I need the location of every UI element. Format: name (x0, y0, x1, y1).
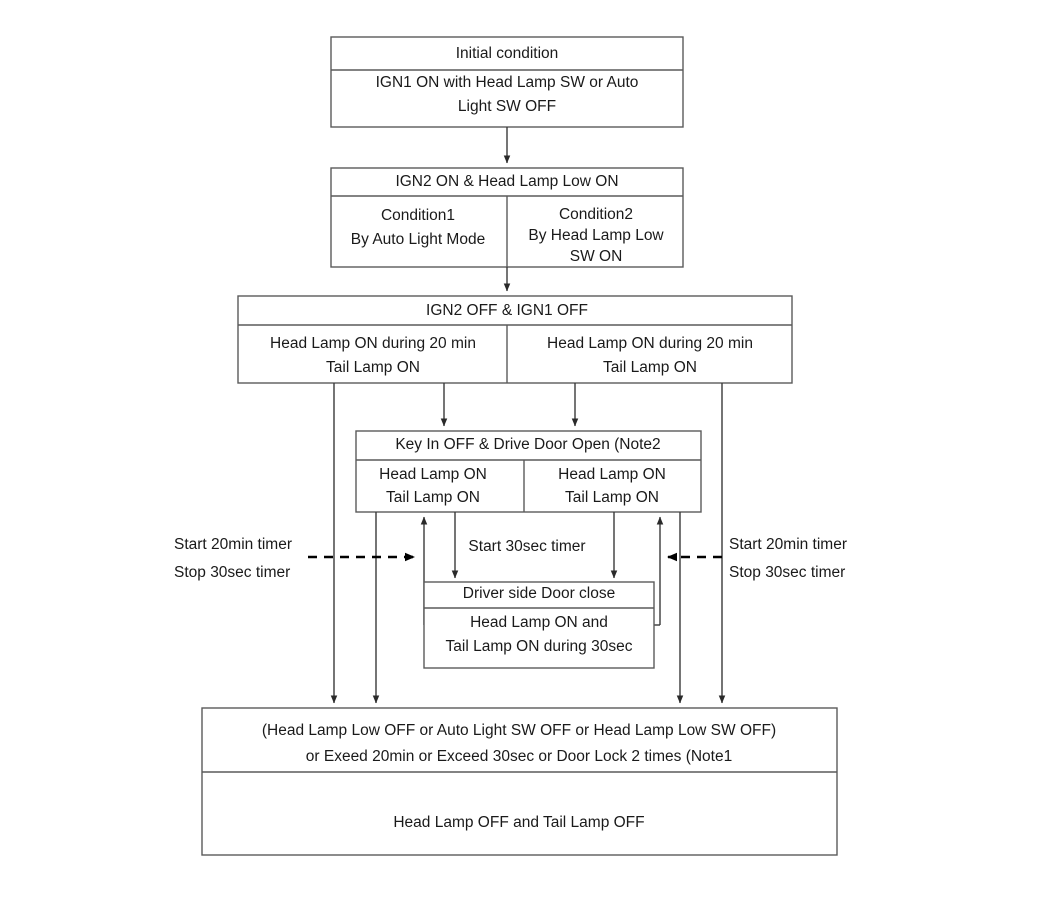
node-key-in-off-box (355, 430, 702, 513)
node-key-in-off-left-line1: Head Lamp ON (379, 466, 487, 483)
node-ign2-off-left-line2: Tail Lamp ON (326, 359, 420, 376)
node-initial-condition-header: Initial condition (456, 45, 559, 62)
node-ign2-on-right-line3: SW ON (570, 248, 623, 265)
node-ign2-on-header: IGN2 ON & Head Lamp Low ON (395, 173, 618, 190)
node-initial-condition-body-line2: Light SW OFF (458, 98, 556, 115)
node-key-in-off-right-line2: Tail Lamp ON (565, 489, 659, 506)
node-ign2-off-header: IGN2 OFF & IGN1 OFF (426, 302, 588, 319)
node-key-in-off-header: Key In OFF & Drive Door Open (Note2 (395, 436, 660, 453)
node-key-in-off-right-line1: Head Lamp ON (558, 466, 666, 483)
node-driver-door-close-box (423, 581, 655, 669)
node-ign2-off-left-line1: Head Lamp ON during 20 min (270, 335, 476, 352)
node-ign2-off-right-line1: Head Lamp ON during 20 min (547, 335, 753, 352)
node-ign2-on-left-line2: By Auto Light Mode (351, 231, 485, 248)
node-driver-door-close-header: Driver side Door close (463, 585, 615, 602)
node-key-in-off-left-line2: Tail Lamp ON (386, 489, 480, 506)
node-ign2-on-right-line1: Condition2 (559, 206, 633, 223)
node-initial-condition-box (330, 36, 684, 128)
node-lamps-off-header-line2: or Exeed 20min or Exceed 30sec or Door L… (306, 748, 732, 765)
node-driver-door-close-body-line1: Head Lamp ON and (470, 614, 608, 631)
node-ign2-on-left-line1: Condition1 (381, 207, 455, 224)
node-driver-door-close-body-line2: Tail Lamp ON during 30sec (446, 638, 633, 655)
node-lamps-off-box (201, 707, 838, 856)
node-lamps-off-body: Head Lamp OFF and Tail Lamp OFF (393, 814, 644, 831)
node-driver-door-close: Driver side Door close Head Lamp ON and … (423, 581, 655, 669)
node-ign2-off-right-line2: Tail Lamp ON (603, 359, 697, 376)
label-left-timer-line1: Start 20min timer (174, 536, 292, 553)
node-key-in-off: Key In OFF & Drive Door Open (Note2 Head… (355, 430, 702, 513)
label-right-timer-line2: Stop 30sec timer (729, 564, 845, 581)
label-center-timer: Start 30sec timer (468, 538, 585, 555)
node-ign2-on-right-line2: By Head Lamp Low (528, 227, 664, 244)
node-lamps-off: (Head Lamp Low OFF or Auto Light SW OFF … (201, 707, 838, 856)
node-ign2-off-box (237, 295, 793, 384)
node-initial-condition-body-line1: IGN1 ON with Head Lamp SW or Auto (376, 74, 639, 91)
node-initial-condition: Initial condition IGN1 ON with Head Lamp… (330, 36, 684, 128)
label-right-timer-line1: Start 20min timer (729, 536, 847, 553)
label-left-timer-line2: Stop 30sec timer (174, 564, 290, 581)
node-lamps-off-header-line1: (Head Lamp Low OFF or Auto Light SW OFF … (262, 722, 776, 739)
node-ign2-on: IGN2 ON & Head Lamp Low ON Condition1 By… (330, 167, 684, 268)
node-ign2-off: IGN2 OFF & IGN1 OFF Head Lamp ON during … (237, 295, 793, 384)
